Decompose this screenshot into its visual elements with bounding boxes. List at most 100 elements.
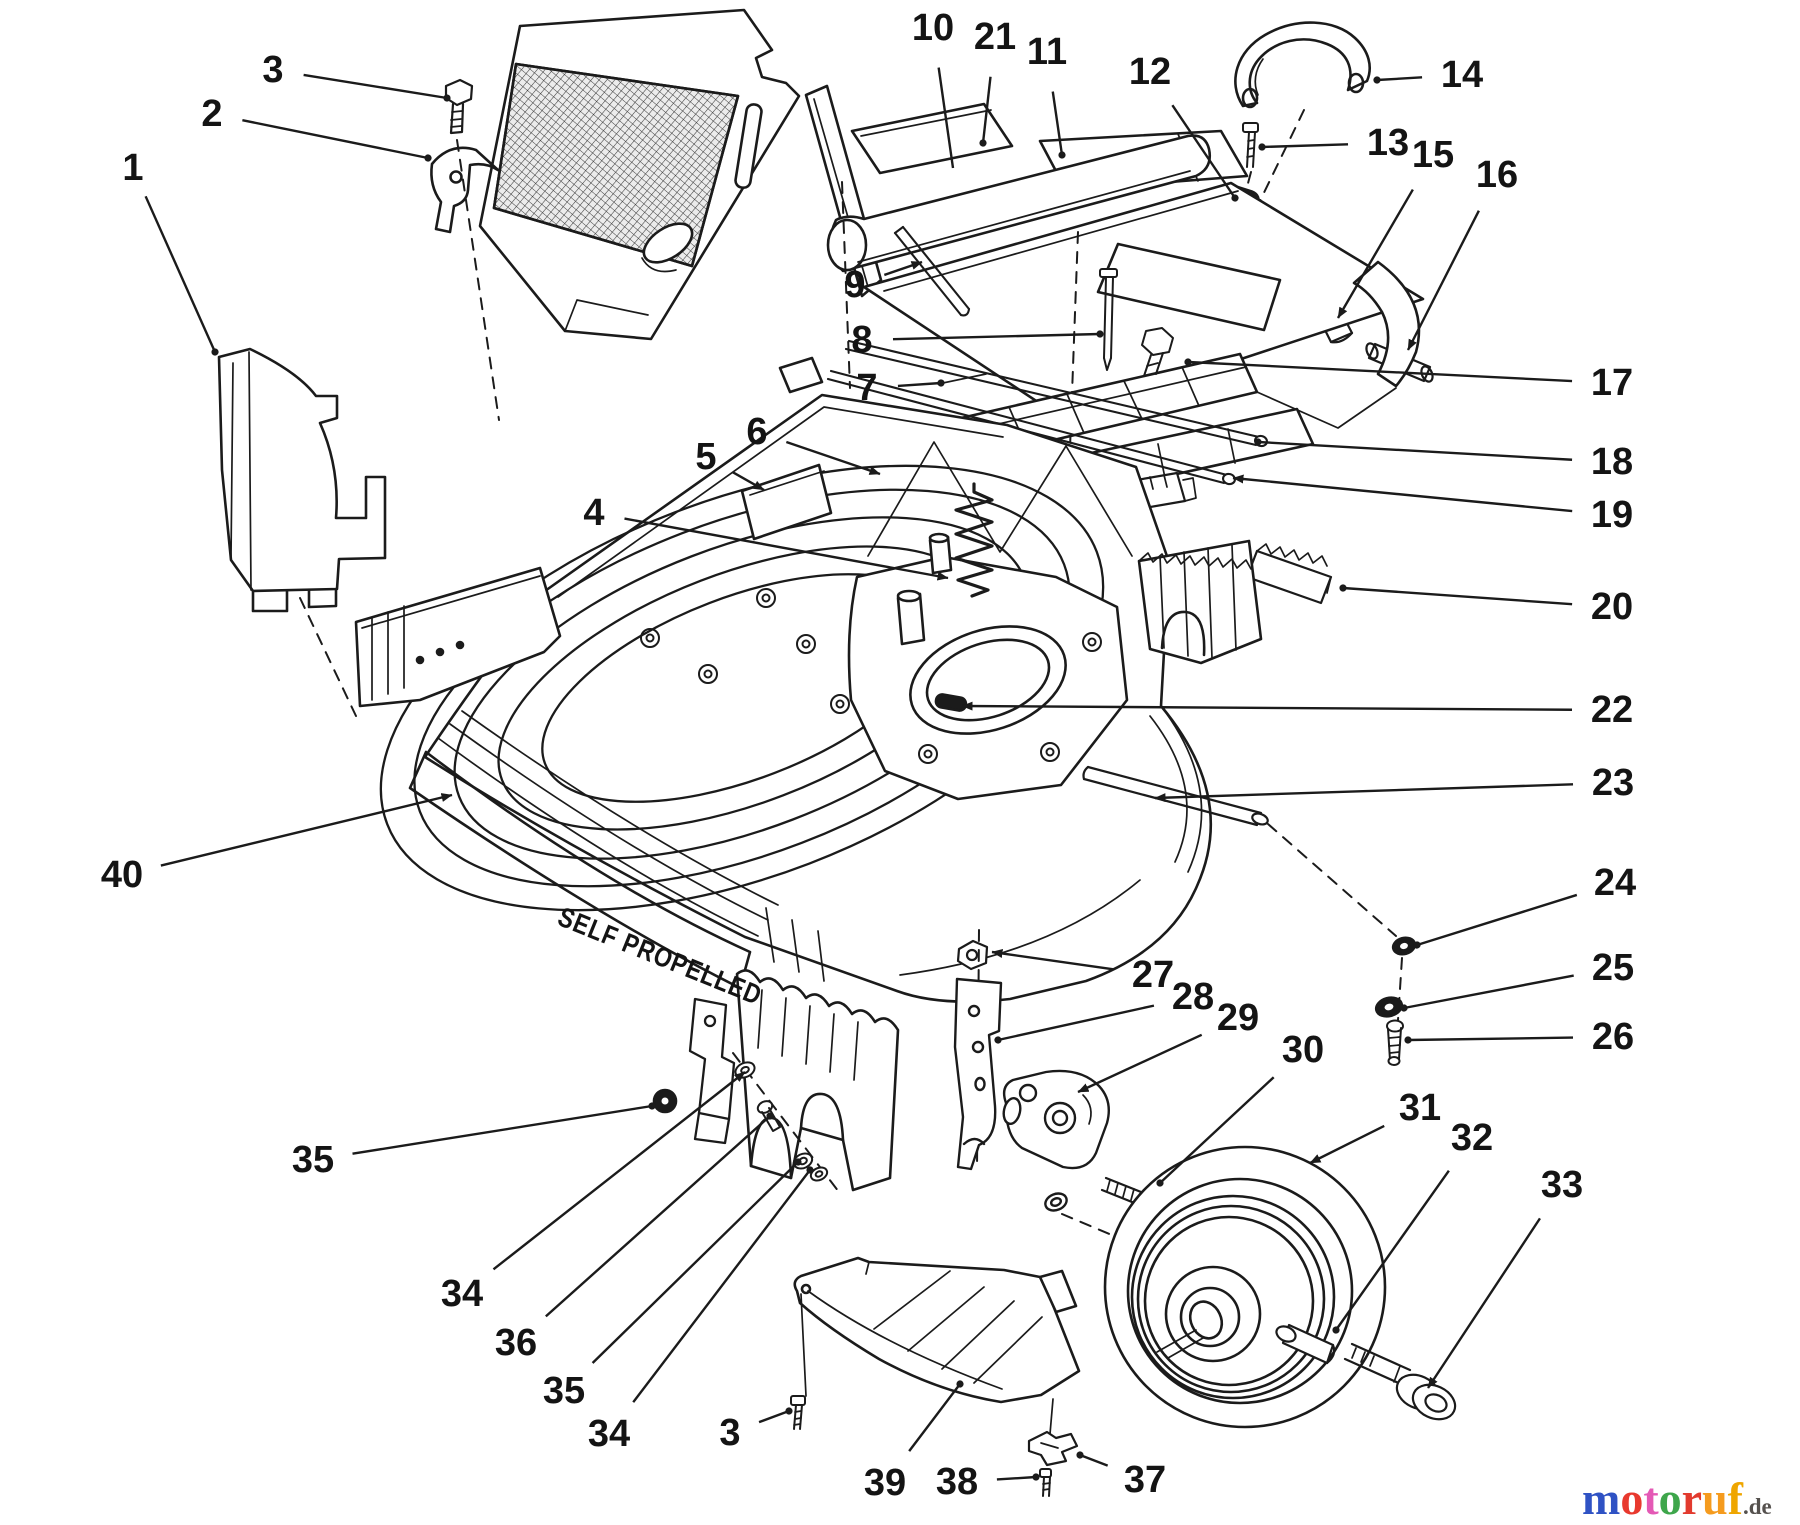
watermark-motoruf: motoruf.de bbox=[1582, 1473, 1772, 1524]
callout-13: 13 bbox=[1258, 122, 1409, 164]
callout-32: 32 bbox=[1332, 1117, 1493, 1334]
flange-n ut-35 bbox=[652, 1088, 678, 1114]
engine-plate bbox=[640, 532, 1129, 801]
part-number-label: 29 bbox=[1217, 997, 1259, 1039]
callout-39: 39 bbox=[864, 1380, 964, 1504]
callout-30: 30 bbox=[1156, 1029, 1324, 1187]
callout-25: 25 bbox=[1400, 947, 1634, 1012]
caster-arm-29 bbox=[1002, 1069, 1153, 1253]
leader-line bbox=[624, 517, 949, 581]
part-number-label: 24 bbox=[1594, 862, 1636, 904]
part-number-label: 14 bbox=[1441, 54, 1483, 96]
leader-line bbox=[1309, 1124, 1385, 1165]
callout-15: 15 bbox=[1336, 134, 1454, 319]
part-number-label: 36 bbox=[495, 1322, 537, 1364]
deck-outline bbox=[423, 393, 1213, 1003]
leader-line bbox=[1077, 1033, 1203, 1094]
washer-arm bbox=[1044, 1192, 1068, 1212]
part-number-label: 15 bbox=[1412, 134, 1454, 176]
washer-25 bbox=[1374, 996, 1404, 1018]
deck-housing bbox=[379, 356, 1213, 1003]
leader-line bbox=[1154, 783, 1574, 803]
part-number-label: 34 bbox=[441, 1273, 483, 1315]
callout-24: 24 bbox=[1413, 862, 1636, 949]
part-number-label: 3 bbox=[719, 1412, 740, 1454]
part-number-label: 20 bbox=[1591, 586, 1633, 628]
callout-19: 19 bbox=[1232, 474, 1633, 536]
spring-4 bbox=[954, 482, 994, 598]
callout-7: 7 bbox=[856, 367, 945, 409]
callout-23: 23 bbox=[1154, 762, 1634, 804]
bolt-38 bbox=[1039, 1468, 1052, 1497]
leader-line bbox=[908, 1380, 964, 1452]
bolt-holes bbox=[640, 588, 1102, 764]
upper-bar bbox=[826, 134, 1211, 273]
leader-line bbox=[160, 793, 453, 867]
callout-35: 35 bbox=[543, 1158, 802, 1412]
part-number-label: 4 bbox=[583, 492, 604, 534]
callout-36: 36 bbox=[495, 1112, 774, 1364]
leader-line bbox=[1400, 974, 1574, 1012]
part-number-label: 18 bbox=[1591, 441, 1633, 483]
part-number-label: 39 bbox=[864, 1462, 906, 1504]
part-number-label: 35 bbox=[292, 1139, 334, 1181]
vent-slot bbox=[734, 103, 763, 190]
part-number-label: 21 bbox=[974, 16, 1016, 58]
leader-line bbox=[1336, 188, 1414, 319]
leader-line bbox=[303, 73, 451, 102]
mesh-window bbox=[492, 62, 740, 268]
part-number-label: 13 bbox=[1367, 122, 1409, 164]
leader-line bbox=[591, 1158, 802, 1364]
leader-line bbox=[785, 440, 881, 476]
part-number-label: 10 bbox=[912, 7, 954, 49]
part-number-label: 32 bbox=[1451, 1117, 1493, 1159]
leader-line bbox=[1339, 584, 1573, 606]
leader-line bbox=[1156, 1076, 1275, 1187]
leader-line bbox=[979, 76, 992, 147]
part-number-label: 23 bbox=[1592, 762, 1634, 804]
part-number-label: 2 bbox=[201, 93, 222, 135]
callout-28: 28 bbox=[994, 976, 1214, 1044]
leader-line bbox=[996, 1473, 1040, 1481]
callout-11: 11 bbox=[1027, 31, 1067, 159]
callout-4: 4 bbox=[583, 492, 949, 581]
part-number-label: 19 bbox=[1591, 494, 1633, 536]
callout-33: 33 bbox=[1426, 1164, 1583, 1389]
leader-line bbox=[1258, 143, 1349, 151]
leader-line bbox=[758, 1407, 793, 1424]
leader-line bbox=[1332, 1169, 1450, 1334]
leader-line bbox=[1413, 893, 1578, 949]
rack-20 bbox=[1245, 543, 1333, 605]
leader-line bbox=[897, 379, 945, 388]
callout-21: 21 bbox=[974, 16, 1016, 147]
clamp-37 bbox=[1027, 1430, 1079, 1467]
leader-line bbox=[545, 1112, 774, 1318]
grip-scoop bbox=[642, 222, 694, 264]
rear-adjuster-housing bbox=[1137, 539, 1263, 665]
callout-40: 40 bbox=[101, 793, 453, 896]
leader-line bbox=[242, 119, 432, 162]
part-number-label: 16 bbox=[1476, 154, 1518, 196]
callout-16: 16 bbox=[1406, 154, 1518, 351]
leader-line bbox=[352, 1102, 656, 1155]
part-number-label: 30 bbox=[1282, 1029, 1324, 1071]
callout-3: 3 bbox=[719, 1407, 793, 1454]
torsion-rod-9 bbox=[893, 225, 971, 317]
leader-line bbox=[1406, 210, 1480, 351]
part-number-label: 6 bbox=[746, 411, 767, 453]
part-number-label: 26 bbox=[1592, 1016, 1634, 1058]
leader-line bbox=[1051, 91, 1066, 159]
leader-line bbox=[1232, 474, 1573, 513]
callout-26: 26 bbox=[1404, 1016, 1634, 1058]
bracket-28 bbox=[953, 977, 1003, 1171]
callout-2: 2 bbox=[201, 93, 432, 162]
callout-6: 6 bbox=[746, 411, 881, 476]
hinge-pin-8 bbox=[1099, 268, 1118, 371]
leader-line bbox=[144, 195, 219, 356]
callout-38: 38 bbox=[936, 1461, 1040, 1503]
callout-14: 14 bbox=[1373, 54, 1483, 96]
callout-12: 12 bbox=[1129, 51, 1239, 202]
callout-18: 18 bbox=[1254, 438, 1633, 483]
part-number-label: 38 bbox=[936, 1461, 978, 1503]
